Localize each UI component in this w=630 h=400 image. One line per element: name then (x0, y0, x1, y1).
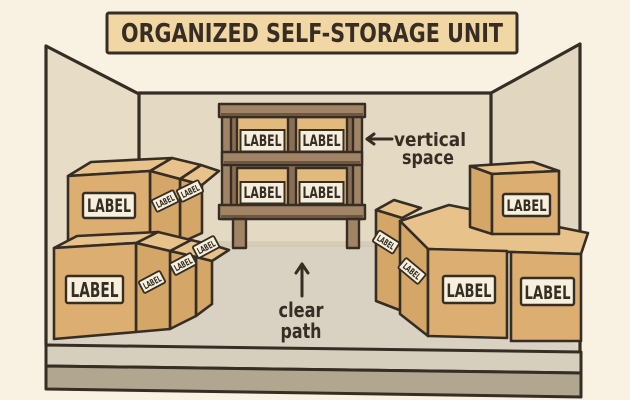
entry-curb (44, 364, 583, 399)
vertical-space-label-line2: space (402, 147, 454, 169)
left-box-stack: LABEL LABEL LABEL LABEL (52, 156, 231, 341)
box-label: LABEL (303, 183, 341, 202)
box-label: LABEL (507, 196, 547, 215)
vertical-space-annotation: vertical space (365, 129, 466, 169)
box-label: LABEL (244, 183, 282, 202)
shelf-leg-left (231, 217, 248, 250)
shelf-box: LABEL (294, 166, 349, 208)
box-label: LABEL (303, 131, 341, 150)
right-box-stack: LABEL LABEL LABEL LABEL LABEL (372, 160, 590, 343)
clear-path-annotation: clear path (279, 262, 324, 343)
shelf-box: LABEL (294, 115, 349, 156)
box-label: LABEL (447, 280, 492, 302)
vertical-space-label-line1: vertical (394, 129, 466, 151)
title-banner: ORGANIZED SELF-STORAGE UNIT (105, 11, 519, 55)
wall-base-shadow (139, 241, 491, 247)
clear-path-label-line2: path (281, 319, 322, 343)
shelf-beam-shadow (224, 161, 360, 164)
box-label: LABEL (244, 131, 282, 150)
box: LABEL (66, 156, 174, 251)
shelf-beam-shadow (221, 215, 363, 218)
box-label: LABEL (525, 282, 571, 304)
clear-path-label-line1: clear (279, 298, 324, 322)
box-label: LABEL (71, 278, 119, 302)
page-title: ORGANIZED SELF-STORAGE UNIT (121, 19, 503, 49)
shelf-box: LABEL (235, 115, 290, 156)
shelf-leg-right (345, 217, 361, 250)
shelf-beam-shadow (221, 113, 363, 116)
title-banner-box (105, 11, 519, 55)
up-arrow-icon (294, 262, 310, 298)
box-label: LABEL (87, 195, 131, 217)
box: LABEL (468, 160, 561, 236)
box-label-tilted: LABEL (397, 257, 427, 285)
shelf-unit: LABEL LABEL LABEL LABEL (217, 102, 367, 250)
box: LABEL (52, 230, 160, 341)
box: LABEL (509, 250, 583, 343)
shelf-box: LABEL (235, 166, 290, 208)
left-arrow-icon (365, 132, 394, 146)
